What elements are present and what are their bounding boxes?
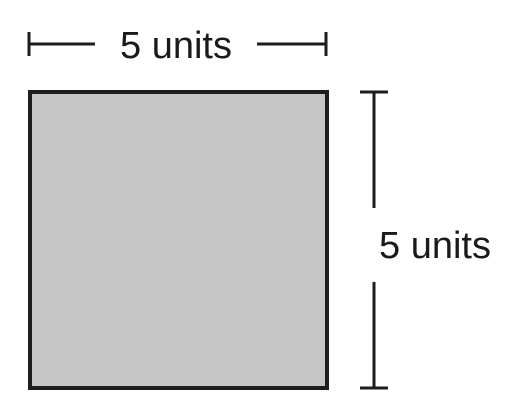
square-shape	[28, 90, 329, 390]
width-label: 5 units	[120, 25, 232, 67]
width-dimension: 5 units	[27, 25, 328, 67]
height-dimension: 5 units	[360, 90, 491, 390]
height-label: 5 units	[379, 225, 491, 267]
